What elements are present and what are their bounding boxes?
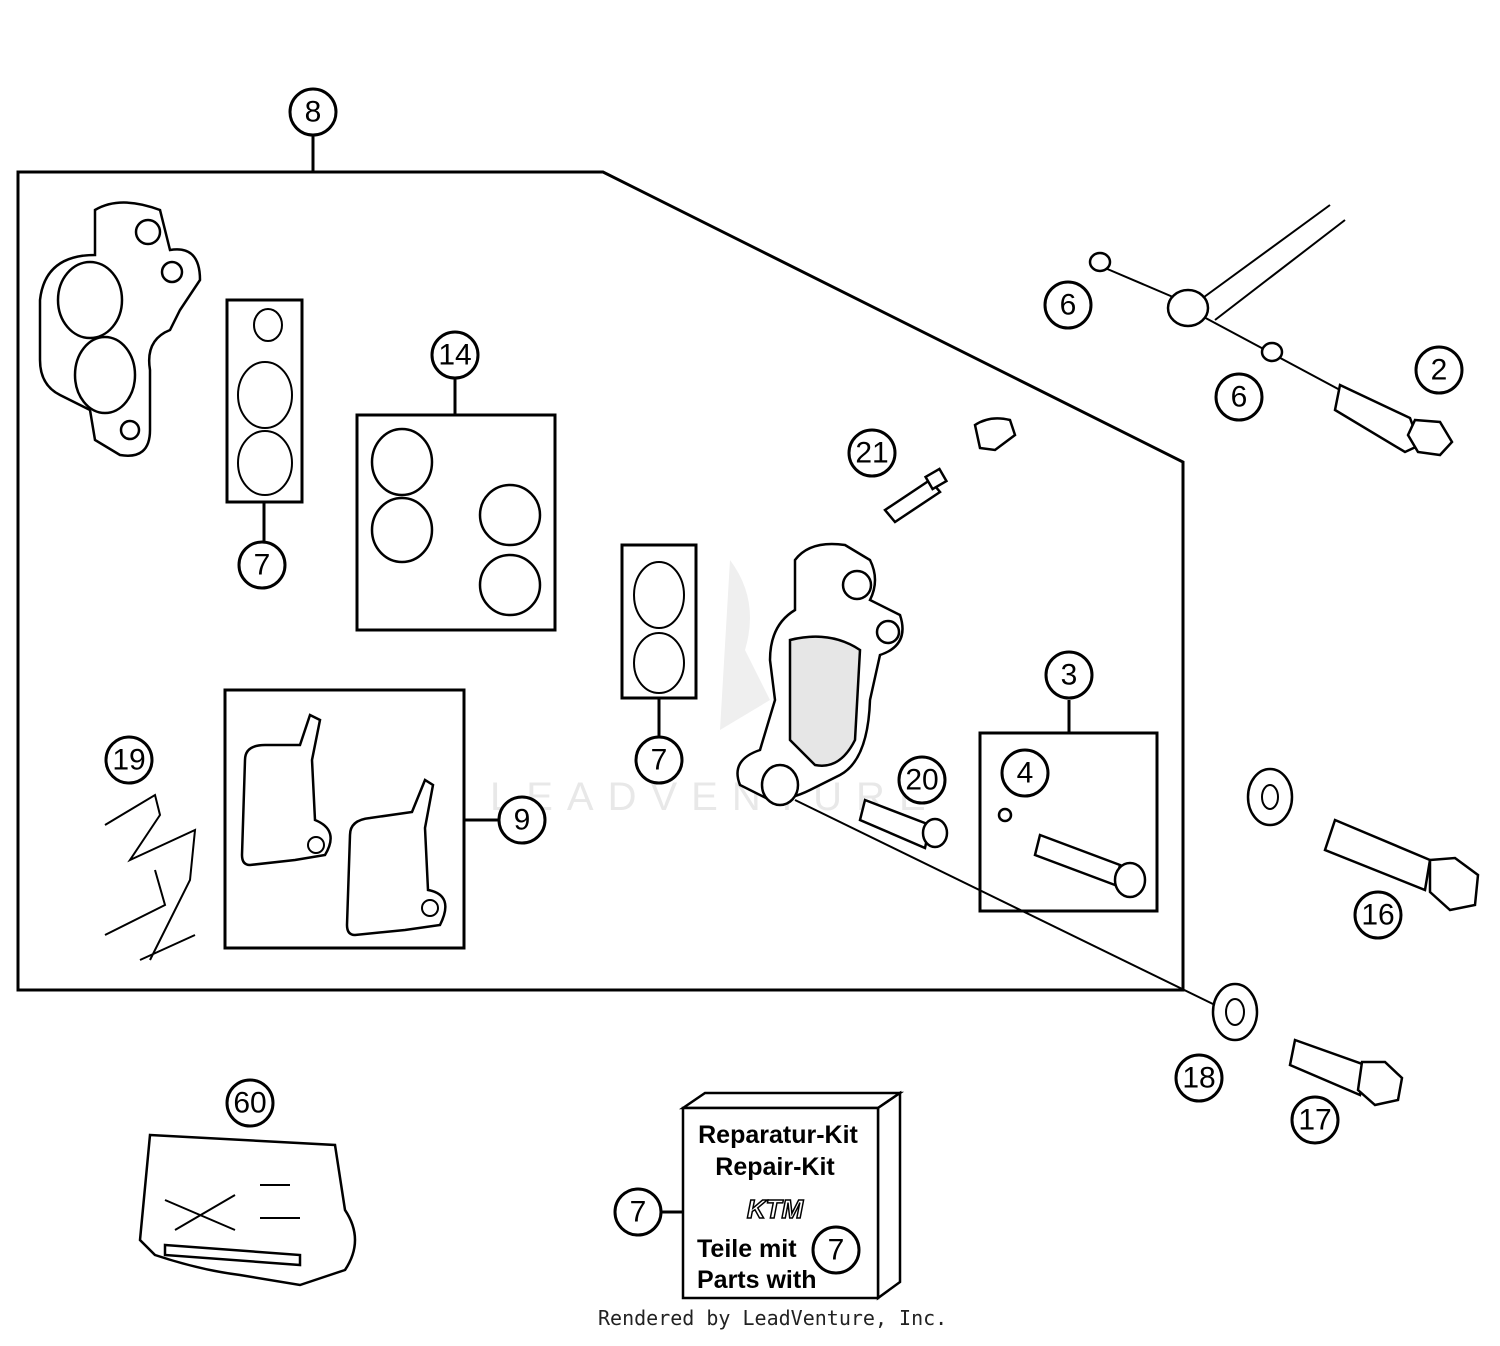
callout-7-kit-inside: 7 [811, 1225, 861, 1275]
caliper-half-left [38, 201, 202, 457]
svg-text:9: 9 [514, 804, 531, 837]
washer-18 [1211, 982, 1259, 1042]
svg-text:6: 6 [1231, 381, 1248, 414]
callout-7-kit: 7 [613, 1187, 663, 1237]
callout-9: 9 [497, 795, 547, 845]
svg-text:8: 8 [305, 96, 322, 129]
kit-brand-logo: KTM [747, 1194, 805, 1224]
washer-and-bolt-16 [1246, 767, 1480, 912]
svg-text:2: 2 [1431, 354, 1448, 387]
pad-spring [104, 793, 197, 961]
bolt-17 [1288, 1038, 1404, 1107]
svg-text:7: 7 [630, 1196, 647, 1229]
callout-6-top: 6 [1043, 280, 1093, 330]
callout-7-left: 7 [237, 540, 287, 590]
bolt-kit-box [978, 700, 1159, 913]
seal-ring-set-left [225, 298, 304, 545]
repair-kit-box: Reparatur-Kit Repair-Kit KTM Teile mit P… [662, 1090, 905, 1301]
watermark: LEADVENTURE [490, 560, 940, 819]
callout-20: 20 [897, 755, 947, 805]
leader-line-18 [794, 799, 1216, 1006]
watermark-text: LEADVENTURE [490, 775, 940, 819]
svg-text:21: 21 [855, 437, 888, 470]
callout-17: 17 [1290, 1095, 1340, 1145]
kit-label-line2: Repair-Kit [715, 1153, 835, 1181]
callout-14: 14 [430, 330, 480, 380]
callout-21: 21 [847, 428, 897, 478]
bleeder-valve [883, 417, 1017, 524]
svg-text:4: 4 [1017, 757, 1034, 790]
svg-text:14: 14 [438, 339, 471, 372]
svg-text:3: 3 [1061, 659, 1078, 692]
callout-3: 3 [1044, 650, 1094, 700]
callout-6-lower: 6 [1214, 372, 1264, 422]
seal-ring-set-middle [620, 543, 698, 737]
callout-2: 2 [1414, 345, 1464, 395]
callout-19: 19 [104, 735, 154, 785]
caliper-half-right [736, 542, 904, 807]
assembly-outline-8 [16, 136, 1185, 992]
callout-18: 18 [1174, 1053, 1224, 1103]
piston-set-box [355, 378, 557, 632]
svg-text:16: 16 [1361, 899, 1394, 932]
callout-60: 60 [225, 1078, 275, 1128]
svg-text:20: 20 [905, 764, 938, 797]
svg-text:6: 6 [1060, 289, 1077, 322]
kit-label-line1: Reparatur-Kit [698, 1121, 858, 1149]
callout-4: 4 [1000, 748, 1050, 798]
svg-text:17: 17 [1298, 1104, 1331, 1137]
callout-16: 16 [1353, 890, 1403, 940]
svg-text:19: 19 [112, 744, 145, 777]
callout-7-middle: 7 [634, 735, 684, 785]
grease-packet [138, 1133, 357, 1287]
svg-text:7: 7 [254, 549, 271, 582]
svg-text:60: 60 [233, 1087, 266, 1120]
kit-label-line3: Teile mit [697, 1235, 797, 1263]
callout-8: 8 [288, 87, 338, 137]
pin-and-washers-top [1088, 204, 1454, 457]
svg-text:7: 7 [828, 1234, 845, 1267]
svg-text:18: 18 [1182, 1062, 1215, 1095]
svg-text:7: 7 [651, 744, 668, 777]
bolt-20 [858, 798, 949, 850]
brake-pad-box [223, 688, 498, 950]
kit-label-line4: Parts with [697, 1266, 816, 1294]
render-credit: Rendered by LeadVenture, Inc. [598, 1306, 947, 1330]
